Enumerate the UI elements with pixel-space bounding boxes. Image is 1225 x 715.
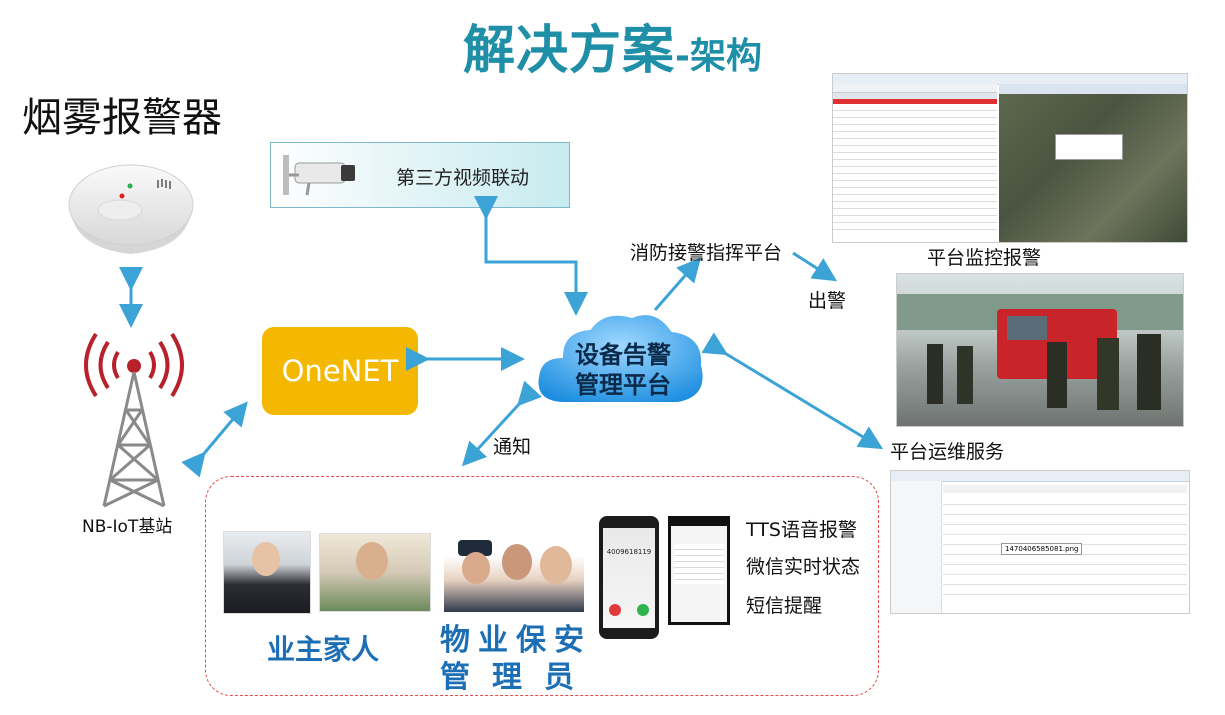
video-linkage-label: 第三方视频联动 bbox=[396, 167, 530, 189]
firefighters-photo bbox=[896, 273, 1184, 427]
security-staff-photo bbox=[444, 532, 584, 612]
tower-icon bbox=[84, 332, 184, 508]
ops-label: 平台运维服务 bbox=[890, 441, 1005, 463]
video-linkage-box: 第三方视频联动 bbox=[270, 142, 570, 208]
managers-label-line1: 物业保安 bbox=[440, 623, 592, 658]
title-sub: -架构 bbox=[675, 36, 762, 77]
smoke-alarm-label: 烟雾报警器 bbox=[22, 95, 222, 141]
dispatch-label: 出警 bbox=[808, 290, 847, 312]
owner-photo-2 bbox=[319, 533, 431, 612]
notification-group-box bbox=[205, 476, 879, 696]
owner-photo-1 bbox=[223, 531, 311, 614]
phone-call-screen: 4009618119 bbox=[599, 516, 659, 639]
phone-number: 4009618119 bbox=[606, 548, 652, 556]
onenet-box: OneNET bbox=[262, 327, 418, 415]
monitor-label: 平台监控报警 bbox=[927, 247, 1042, 269]
owners-label: 业主家人 bbox=[267, 633, 380, 666]
ops-filename: 1470406585081.png bbox=[1001, 543, 1083, 555]
monitor-screenshot bbox=[832, 73, 1188, 243]
camera-icon bbox=[283, 155, 355, 196]
fire-platform-label: 消防接警指挥平台 bbox=[630, 242, 783, 264]
page-title: 解决方案-架构 bbox=[0, 8, 1225, 83]
ops-screenshot: 1470406585081.png bbox=[890, 470, 1190, 614]
cloud-label-line1: 设备告警 bbox=[575, 341, 671, 369]
smoke-detector-icon bbox=[68, 164, 194, 254]
onenet-label: OneNET bbox=[281, 354, 399, 388]
cloud-label: 设备告警 管理平台 bbox=[548, 340, 698, 400]
managers-label-line2: 管理员 bbox=[440, 660, 596, 695]
phone-wechat-screen bbox=[668, 516, 730, 625]
tower-label: NB-IoT基站 bbox=[82, 517, 173, 537]
tts-label: TTS语音报警 bbox=[746, 519, 857, 541]
sms-label: 短信提醒 bbox=[746, 595, 823, 617]
wechat-label: 微信实时状态 bbox=[746, 556, 861, 578]
title-main: 解决方案 bbox=[463, 21, 676, 81]
cloud-label-line2: 管理平台 bbox=[575, 371, 671, 399]
notify-label: 通知 bbox=[493, 436, 532, 458]
